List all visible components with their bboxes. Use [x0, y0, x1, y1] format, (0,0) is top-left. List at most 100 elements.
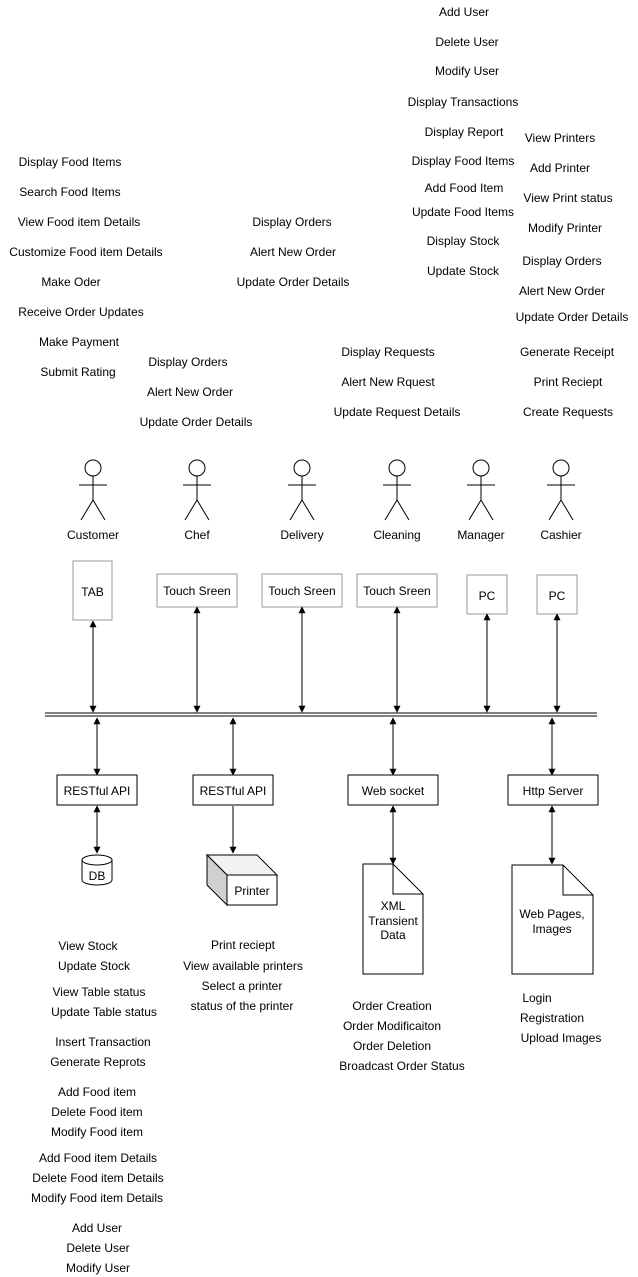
device-tab: TAB	[72, 560, 113, 621]
stick-figure-icon	[467, 459, 495, 521]
op-label: View available printers	[183, 959, 303, 973]
op-label: View Print status	[523, 191, 612, 205]
op-label: Update Order Details	[237, 275, 350, 289]
op-label: Broadcast Order Status	[339, 1059, 464, 1073]
op-label: Delete User	[66, 1241, 129, 1255]
device-bus-connectors	[89, 606, 561, 713]
op-label: View Table status	[53, 985, 146, 999]
db-operations: View Stock Update Stock View Table statu…	[31, 939, 164, 1275]
http-operations: Login Registration Upload Images	[520, 991, 601, 1045]
op-label: Generate Reprots	[50, 1055, 145, 1069]
op-label: Generate Receipt	[520, 345, 615, 359]
socket-operations: Order Creation Order Modificaiton Order …	[339, 999, 464, 1073]
op-label: Create Requests	[523, 405, 613, 419]
manager-operations: Add User Delete User Modify User Display…	[408, 5, 519, 278]
service-label: RESTful API	[200, 784, 267, 798]
op-label: Delete User	[435, 35, 498, 49]
delivery-operations: Display Orders Alert New Order Update Or…	[237, 215, 350, 289]
store-label: Web Pages,	[519, 907, 584, 921]
device-label: Touch Sreen	[163, 584, 230, 598]
actor-label: Delivery	[280, 528, 323, 542]
op-label: Alert New Order	[250, 245, 336, 259]
store-label: Printer	[234, 884, 269, 898]
op-label: Receive Order Updates	[18, 305, 143, 319]
device-touch-screen-delivery: Touch Sreen	[261, 573, 343, 608]
op-label: Make Oder	[41, 275, 100, 289]
device-label: TAB	[81, 585, 103, 599]
store-label: Images	[532, 922, 571, 936]
op-label: Make Payment	[39, 335, 120, 349]
stick-figure-icon	[183, 459, 211, 521]
op-label: Update Stock	[58, 959, 131, 973]
device-label: Touch Sreen	[363, 584, 430, 598]
service-label: RESTful API	[64, 784, 131, 798]
service-store-connectors	[93, 805, 556, 865]
store-label: Transient	[368, 914, 418, 928]
op-label: View Food item Details	[18, 215, 141, 229]
op-label: View Printers	[525, 131, 595, 145]
op-label: Modify Food item	[51, 1125, 143, 1139]
store-label: XML	[381, 899, 406, 913]
actor-cleaning: Cleaning	[373, 459, 421, 542]
document-icon	[511, 864, 594, 975]
op-label: Add Food item	[58, 1085, 136, 1099]
op-label: Add Food Item	[425, 181, 504, 195]
network-bus	[45, 712, 597, 717]
op-label: Registration	[520, 1011, 584, 1025]
op-label: Modify User	[435, 64, 499, 78]
op-label: Alert New Order	[519, 284, 605, 298]
stick-figure-icon	[383, 459, 411, 521]
op-label: Update Order Details	[516, 310, 629, 324]
op-label: Delete Food item	[51, 1105, 142, 1119]
op-label: Add User	[439, 5, 489, 19]
op-label: Insert Transaction	[55, 1035, 150, 1049]
op-label: Modify Printer	[528, 221, 602, 235]
actor-delivery: Delivery	[280, 459, 324, 542]
cashier-operations: View Printers Add Printer View Print sta…	[516, 131, 629, 419]
device-label: PC	[549, 589, 566, 603]
op-label: Add Food item Details	[39, 1151, 157, 1165]
op-label: Alert New Order	[147, 385, 233, 399]
op-label: Print reciept	[211, 938, 276, 952]
actor-manager: Manager	[457, 459, 505, 542]
op-label: Display Food Items	[19, 155, 122, 169]
op-label: Submit Rating	[40, 365, 115, 379]
op-label: Order Creation	[352, 999, 431, 1013]
chef-operations: Display Orders Alert New Order Update Or…	[140, 355, 253, 429]
op-label: Login	[522, 991, 551, 1005]
op-label: Customize Food item Details	[9, 245, 162, 259]
printer: Printer	[205, 853, 279, 907]
op-label: Update Request Details	[334, 405, 461, 419]
op-label: Display Report	[425, 125, 504, 139]
xml-transient-data: XML Transient Data	[362, 863, 424, 975]
op-label: Update Food Items	[412, 205, 514, 219]
op-label: Select a printer	[202, 979, 283, 993]
service-restful-api-printer: RESTful API	[192, 774, 274, 806]
printer-icon	[205, 853, 279, 907]
device-label: Touch Sreen	[268, 584, 335, 598]
op-label: Update Table status	[51, 1005, 157, 1019]
store-label: DB	[89, 869, 106, 883]
actor-label: Cleaning	[373, 528, 420, 542]
op-label: View Stock	[58, 939, 118, 953]
actor-customer: Customer	[67, 459, 119, 542]
op-label: Order Deletion	[353, 1039, 431, 1053]
customer-operations: Display Food Items Search Food Items Vie…	[9, 155, 162, 379]
op-label: Display Orders	[148, 355, 227, 369]
op-label: Upload Images	[521, 1031, 602, 1045]
op-label: Display Requests	[341, 345, 434, 359]
actor-cashier: Cashier	[540, 459, 582, 542]
database-icon	[81, 854, 113, 886]
service-label: Web socket	[362, 784, 425, 798]
stick-figure-icon	[288, 459, 316, 521]
database: DB	[81, 854, 113, 886]
op-label: status of the printer	[191, 999, 294, 1013]
actor-chef: Chef	[183, 459, 211, 542]
store-label: Data	[380, 928, 406, 942]
printer-operations: Print reciept View available printers Se…	[183, 938, 303, 1013]
op-label: Print Reciept	[534, 375, 603, 389]
op-label: Delete Food item Details	[32, 1171, 163, 1185]
op-label: Order Modificaiton	[343, 1019, 441, 1033]
stick-figure-icon	[547, 459, 575, 521]
